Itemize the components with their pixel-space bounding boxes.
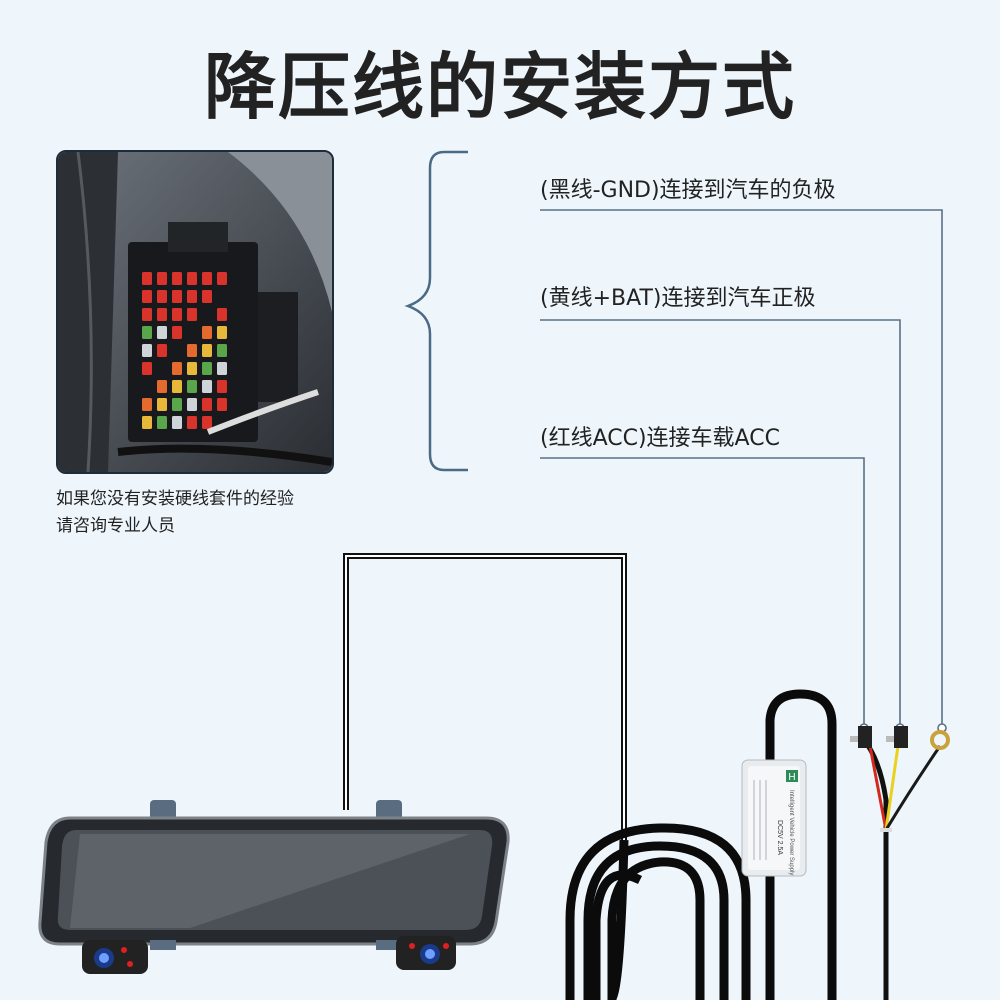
red-wire-leader — [540, 457, 865, 728]
fuse — [202, 380, 212, 393]
routing-cable — [343, 553, 627, 840]
fuse — [142, 308, 152, 321]
fuse — [142, 326, 152, 339]
yellow-connector — [894, 726, 908, 748]
wire-connectors — [850, 726, 950, 750]
fuse — [202, 272, 212, 285]
fuse — [172, 326, 182, 339]
fuse — [172, 398, 182, 411]
fuse — [172, 380, 182, 393]
fuse — [187, 344, 197, 357]
fuse — [202, 290, 212, 303]
fuse — [157, 308, 167, 321]
fuse — [157, 380, 167, 393]
fuse — [157, 326, 167, 339]
output-wires — [862, 738, 942, 1000]
power-box-spec: DC5V 2.5A — [776, 820, 783, 855]
caption-line-1: 如果您没有安装硬线套件的经验 — [56, 489, 294, 509]
mirror-dashcam — [38, 800, 510, 974]
fuse — [172, 362, 182, 375]
fuse — [142, 416, 152, 429]
fuse — [157, 344, 167, 357]
black-ring-terminal — [930, 730, 950, 750]
fuse — [187, 272, 197, 285]
fuse — [187, 416, 197, 429]
fuse — [187, 290, 197, 303]
fuse — [157, 398, 167, 411]
fuse — [217, 362, 227, 375]
fuse — [187, 380, 197, 393]
fuse — [217, 398, 227, 411]
power-box-logo-icon — [786, 770, 798, 782]
fuse — [187, 398, 197, 411]
fuse — [142, 344, 152, 357]
red-connector — [858, 726, 872, 748]
power-box: H Intelligent Vehicle Power Supply DC5V … — [741, 759, 807, 877]
fuse — [157, 272, 167, 285]
fuse — [202, 416, 212, 429]
fuse — [202, 326, 212, 339]
fuse — [172, 290, 182, 303]
fuse — [217, 326, 227, 339]
yellow-wire-leader — [540, 319, 901, 728]
leader-lines — [540, 209, 943, 728]
curly-brace — [404, 150, 468, 472]
fuse — [142, 290, 152, 303]
power-box-logo: H — [788, 772, 795, 783]
front-camera — [82, 940, 148, 974]
page-title: 降压线的安装方式 — [203, 45, 796, 129]
fuse — [202, 398, 212, 411]
photo-caption: 如果您没有安装硬线套件的经验 请咨询专业人员 — [56, 486, 356, 540]
fuse-box-photo — [56, 150, 334, 474]
box-loop-cable — [765, 689, 837, 1000]
fuse — [142, 398, 152, 411]
rear-camera — [396, 936, 456, 970]
fuse — [217, 308, 227, 321]
fuse — [202, 362, 212, 375]
fuse — [157, 290, 167, 303]
fuse — [187, 308, 197, 321]
fuse — [187, 362, 197, 375]
red-wire-label: (红线ACC)连接车载ACC — [540, 426, 780, 451]
fuse — [172, 416, 182, 429]
power-box-brand: Intelligent Vehicle Power Supply — [788, 790, 794, 875]
caption-line-2: 请咨询专业人员 — [56, 516, 175, 536]
fuse — [172, 272, 182, 285]
fuse-box-illustration — [58, 152, 332, 472]
fuse — [157, 416, 167, 429]
fuse — [217, 272, 227, 285]
coiled-cable — [565, 823, 775, 1000]
fuse — [142, 272, 152, 285]
fuse — [202, 344, 212, 357]
yellow-wire-label: (黄线+BAT)连接到汽车正极 — [540, 286, 816, 311]
black-wire-leader — [540, 209, 943, 728]
black-wire-label: (黑线-GND)连接到汽车的负极 — [540, 178, 836, 203]
fuse — [217, 380, 227, 393]
fuse — [142, 362, 152, 375]
fuse — [217, 344, 227, 357]
fuse — [172, 308, 182, 321]
